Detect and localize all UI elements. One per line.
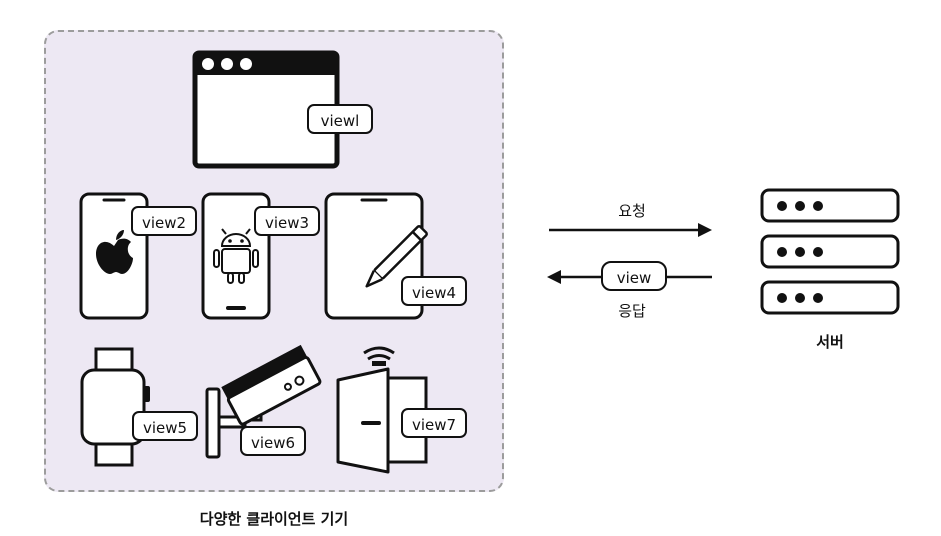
request-label: 요청	[618, 202, 646, 220]
request-arrow	[549, 223, 712, 237]
server-stack-icon	[760, 188, 900, 315]
view-tag-watch: view5	[132, 411, 198, 441]
view-tag-tablet: view4	[401, 276, 467, 306]
tablet-icon	[324, 192, 428, 320]
view-tag-iphone: view2	[131, 206, 197, 236]
view-tag-android: view3	[254, 206, 320, 236]
view-tag-cctv: view6	[240, 426, 306, 456]
smartwatch-icon	[80, 347, 150, 467]
browser-window-icon	[192, 50, 340, 169]
response-payload-tag: view	[601, 261, 667, 291]
cctv-camera-icon	[205, 344, 322, 459]
android-phone-icon	[201, 192, 271, 320]
iphone-icon	[79, 192, 149, 320]
view-tag-door: view7	[401, 408, 467, 438]
smart-door-icon	[336, 346, 428, 474]
response-label: 응답	[618, 302, 646, 320]
view-tag-browser: viewl	[307, 104, 373, 134]
client-group-caption: 다양한 클라이언트 기기	[199, 510, 349, 528]
server-caption: 서버	[816, 333, 844, 351]
